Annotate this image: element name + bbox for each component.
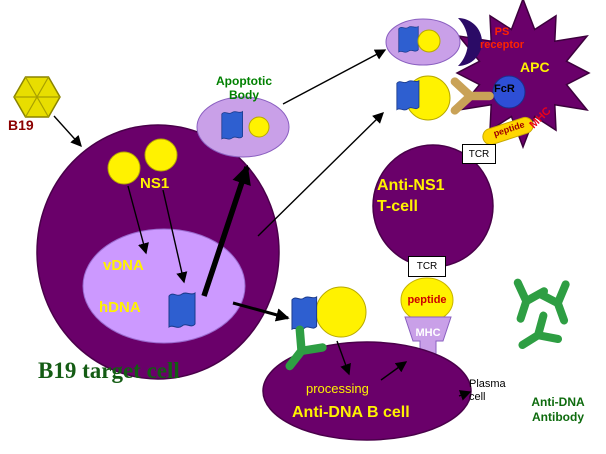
apoptotic-body-label-line2: Body xyxy=(229,88,259,102)
arrow-processing-to-mhc xyxy=(380,361,408,381)
apc-peptide-groove-icon xyxy=(482,116,534,146)
mhc-label: MHC xyxy=(415,327,441,339)
ps-receptor-crescent-icon xyxy=(458,18,482,66)
dna-fragment-icon xyxy=(398,26,419,53)
b19-virus-label: B19 xyxy=(8,117,34,133)
arrow-nucleus-to-apoptotic-body xyxy=(201,164,251,297)
t-cell-tcr-box: TCR xyxy=(408,256,446,277)
ns1-fragment-icon xyxy=(248,116,270,138)
plasma-cell-label: Plasma cell xyxy=(469,378,506,404)
apoptotic-body-label: Apoptotic Body xyxy=(200,74,288,102)
anti-dna-b-cell-label: Anti-DNA B cell xyxy=(292,404,410,421)
nucleus xyxy=(82,228,246,344)
ps-receptor-label: PS receptor xyxy=(470,26,534,52)
arrow-ns1-to-nucleus xyxy=(127,185,149,255)
b-cell-receptor-body-icon xyxy=(315,286,367,338)
ps-receptor-label-line1: PS xyxy=(494,26,510,38)
arrow-bcr-to-processing xyxy=(336,340,351,376)
hdna-icon xyxy=(168,292,196,328)
apoptotic-body-label-line1: Apoptotic xyxy=(216,74,272,88)
arrow-virus-to-cell xyxy=(53,115,82,148)
ns1-fragment-icon xyxy=(417,29,441,53)
ns1-label: NS1 xyxy=(140,175,170,192)
dna-fragment-icon xyxy=(221,111,244,140)
vdna-label: vDNA xyxy=(103,257,144,274)
plasma-cell-label-line2: cell xyxy=(469,391,486,403)
anti-ns1-t-cell-label-line2: T-cell xyxy=(377,198,418,215)
fcr-label: FcR xyxy=(494,83,515,95)
anti-ns1-t-cell-label-line1: Anti-NS1 xyxy=(377,177,445,194)
apc-tcr-box: TCR xyxy=(462,144,496,164)
plasma-cell-label-line1: Plasma xyxy=(469,378,506,390)
arrow-ns1-to-hdna xyxy=(162,189,188,284)
hdna-label: hDNA xyxy=(99,299,141,316)
arrow-bcell-to-plasma-cell xyxy=(458,390,472,401)
processing-label: processing xyxy=(306,381,369,396)
anti-ns1-t-cell-label: Anti-NS1 T-cell xyxy=(377,175,445,217)
ns1-protein-icon xyxy=(144,138,178,172)
dna-antigen-icon xyxy=(291,296,318,331)
arrow-cell-to-fcr-complex xyxy=(257,112,384,237)
b19-virion-icon xyxy=(13,76,61,118)
anti-dna-antibody-label: Anti-DNA Antibody xyxy=(512,395,604,425)
dna-antigen-icon xyxy=(396,80,420,111)
target-cell-caption: B19 target cell xyxy=(38,358,180,383)
ps-receptor-label-line2: receptor xyxy=(479,39,525,51)
arrow-dna-to-bcr xyxy=(232,301,290,322)
anti-dna-antibody-label-line2: Antibody xyxy=(532,410,584,424)
ns1-protein-icon xyxy=(107,151,141,185)
arrow-apoptotic-body-to-apc xyxy=(282,49,387,105)
anti-dna-antibody-label-line1: Anti-DNA xyxy=(531,395,585,409)
apc-label: APC xyxy=(520,59,550,75)
fcr-receptor-icon xyxy=(492,75,526,109)
peptide-label: peptide xyxy=(407,294,447,306)
anti-dna-antibody-icon xyxy=(507,283,544,323)
